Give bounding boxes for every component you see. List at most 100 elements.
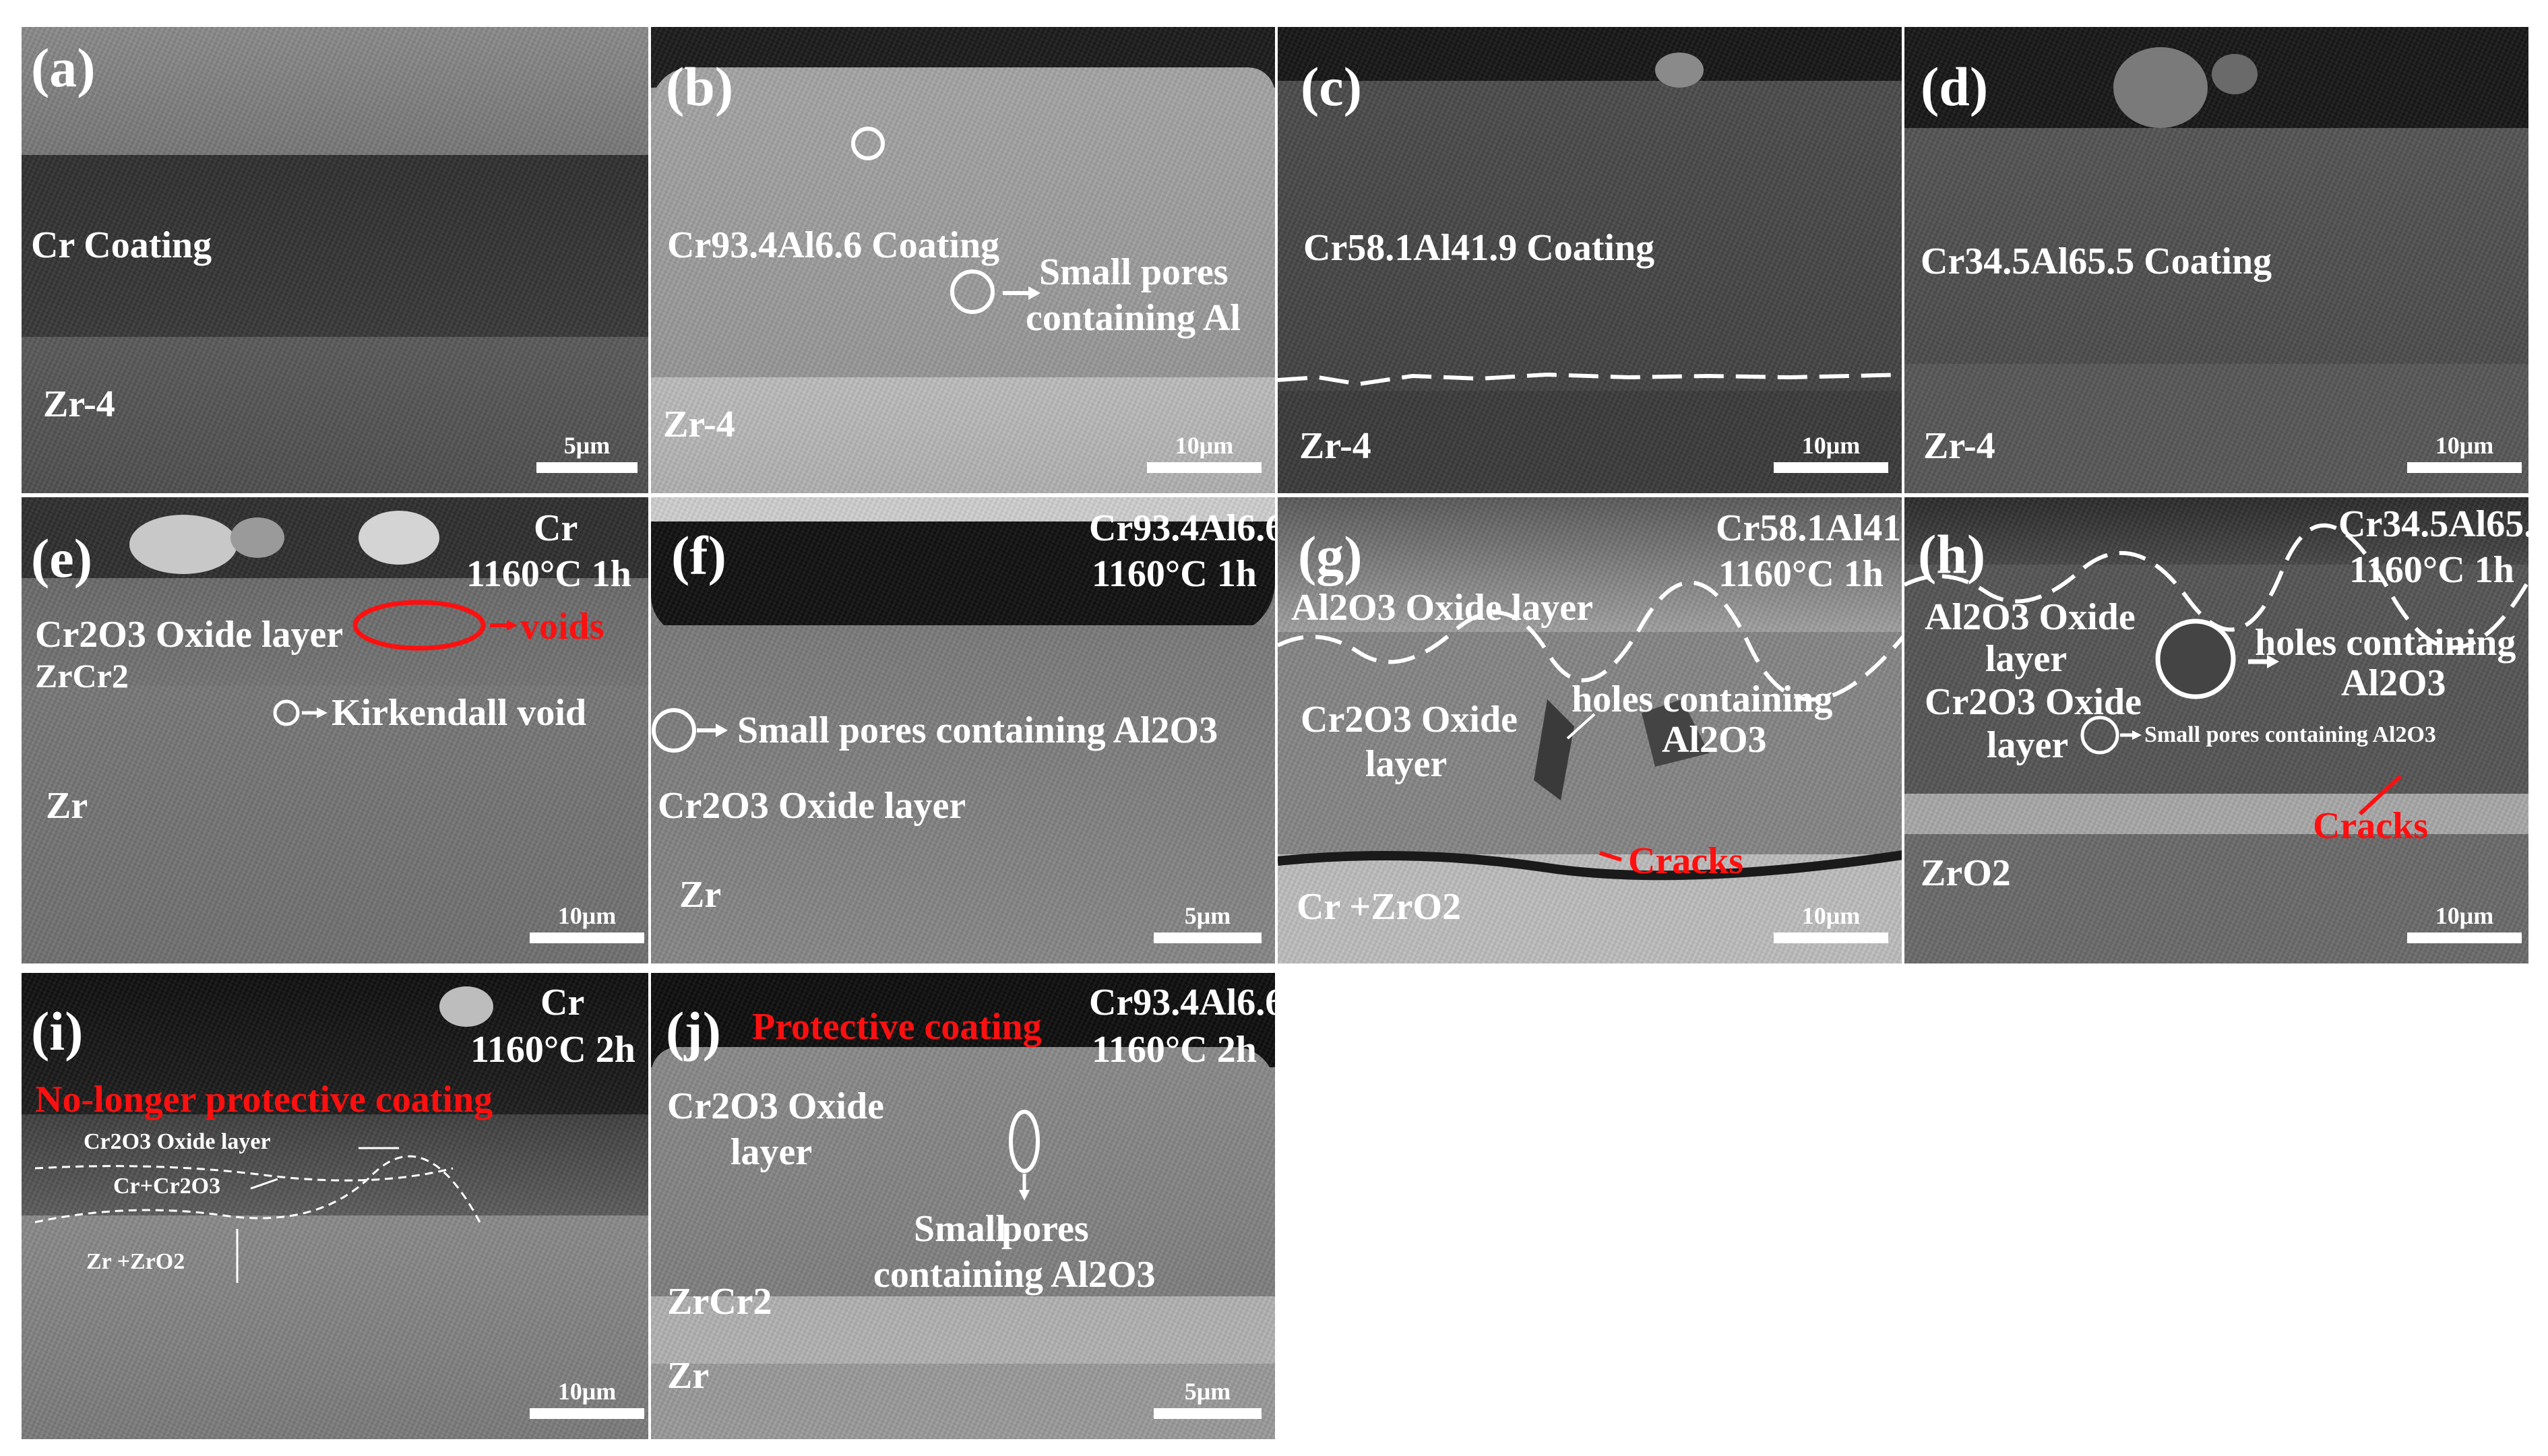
scale-bar [1154,1408,1262,1419]
pores-label: pores [1001,1208,1089,1250]
panel-a: (a) Cr Coating Zr-4 5μm [19,24,651,496]
condition-label-2: 1160°C 1h [466,553,631,595]
oxide-layer-label-2: layer [731,1131,813,1173]
voids-label: voids [520,606,604,647]
cr2o3-layer-label-2: layer [1987,724,2069,766]
holes-label-1: holes containing [1572,678,1833,720]
panel-g: (g) Cr58.1Al41.9 1160°C 1h Al2O3 Oxide l… [1275,495,1904,966]
cr-cr2o3-label: Cr+Cr2O3 [113,1174,221,1199]
particles [2113,47,2258,128]
condition-label-1: Cr34.5Al65.5 [2338,503,2531,545]
coating-label: Cr34.5Al65.5 Coating [1921,241,2272,282]
coating-label: Cr93.4Al6.6 Coating [667,224,1000,266]
cr2o3-layer-label-2: layer [1365,743,1448,785]
scale-bar-label: 10μm [1801,432,1861,459]
zr4-label: Zr-4 [1299,425,1371,467]
small-label: Small [914,1208,1006,1250]
annotation-marks [34,986,493,1283]
scale-bar-label: 5μm [563,432,611,459]
panel-label-h: (h) [1918,524,1986,585]
cr2o3-layer-label-1: Cr2O3 Oxide [1925,681,2142,723]
zr4-label: Zr-4 [1923,425,1995,467]
condition-label-2: 1160°C 2h [470,1029,635,1071]
kirkendall-label: Kirkendall void [332,692,587,734]
scale-bar [536,462,638,473]
cr-coating-label: Cr Coating [31,224,212,266]
scale-bar [1154,932,1262,943]
zr-label: Zr [679,874,722,916]
zrcr2-label: ZrCr2 [667,1281,772,1323]
interface-line [1278,53,1902,387]
holes-label-1: holes containing [2255,622,2516,664]
scale-bar-label: 10μm [557,902,617,929]
panel-label-b: (b) [666,56,734,117]
annotation-marks [1904,523,2528,816]
pores-label: Small pores containing Al2O3 [2144,722,2436,747]
panel-h: (h) Cr34.5Al65.5 1160°C 1h Al2O3 Oxide l… [1902,495,2531,966]
annotation-marks [1009,1110,1040,1201]
panel-e: (e) Cr 1160°C 1h Cr2O3 Oxide layer ZrCr2… [19,495,651,966]
al2o3-layer-label-1: Al2O3 Oxide [1925,596,2136,638]
annotation-marks [1278,580,1902,881]
scale-bar [2407,932,2522,943]
cr-zro2-label: Cr +ZrO2 [1297,886,1461,928]
scale-bar [530,932,644,943]
coating-label: Cr58.1Al41.9 Coating [1303,227,1655,269]
scale-bar-label: 5μm [1184,1378,1231,1405]
al2o3-layer-label-2: layer [1985,638,2068,680]
oxide-layer-label: Cr2O3 Oxide layer [84,1129,271,1154]
panel-label-i: (i) [31,1001,84,1062]
scale-bar-label: 5μm [1184,902,1231,929]
panel-b: (b) Cr93.4Al6.6 Coating Small pores cont… [648,24,1278,496]
panel-label-e: (e) [31,528,93,589]
condition-label-1: Cr [534,507,578,549]
protective-coating-label: Protective coating [752,1006,1042,1048]
annotation-marks [652,708,728,753]
zr4-label: Zr-4 [43,383,115,425]
zrcr2-label: ZrCr2 [35,657,129,695]
scale-bar [2407,462,2522,473]
panel-label-a: (a) [31,37,96,98]
cr2o3-layer-label-1: Cr2O3 Oxide [1301,699,1518,740]
scale-bar [530,1408,644,1419]
condition-label-2: 1160°C 1h [1092,553,1257,595]
panel-label-g: (g) [1298,525,1363,586]
zr-label: Zr [46,785,88,827]
panel-d: (d) Cr34.5Al65.5 Coating Zr-4 10μm [1902,24,2531,496]
condition-label-2: 1160°C 1h [2349,549,2514,591]
pores-label-1: Small pores [1039,251,1229,293]
condition-label-1: Cr [540,982,585,1023]
scale-bar-label: 10μm [557,1378,617,1405]
holes-label-2: Al2O3 [1662,719,1767,761]
scale-bar [1774,932,1888,943]
pores-label-2: containing Al [1026,297,1241,339]
scale-bar-label: 10μm [1801,902,1861,929]
oxide-layer-label-1: Cr2O3 Oxide [667,1085,884,1127]
scale-bar [1774,462,1888,473]
condition-label-1: Cr93.4Al6.6 [1089,982,1278,1023]
scale-bar-label: 10μm [2435,432,2494,459]
scale-bar-label: 10μm [2435,902,2494,929]
panel-f: (f) Cr93.4Al6.6 1160°C 1h Small pores co… [648,495,1278,966]
containing-label: containing Al2O3 [873,1254,1156,1296]
panel-i: (i) Cr 1160°C 2h No-longer protective co… [19,970,651,1442]
cracks-label: Cracks [2313,805,2429,847]
annotation-marks [851,127,1040,314]
oxide-layer-label: Cr2O3 Oxide layer [35,614,344,656]
al2o3-layer-label: Al2O3 Oxide layer [1291,587,1593,629]
condition-label-1: Cr93.4Al6.6 [1089,507,1278,549]
annotation-marks [129,511,518,726]
zr-label: Zr [667,1355,710,1397]
condition-label-1: Cr58.1Al41.9 [1716,507,1902,549]
zro2-label: ZrO2 [1921,852,2011,894]
panel-label-c: (c) [1301,56,1363,117]
no-longer-protective-label: No-longer protective coating [35,1079,493,1120]
scale-bar-label: 10μm [1175,432,1234,459]
holes-label-2: Al2O3 [2341,662,2446,704]
oxide-layer-label: Cr2O3 Oxide layer [658,785,966,827]
panel-c: (c) Cr58.1Al41.9 Coating Zr-4 10μm [1275,24,1904,496]
panel-label-j: (j) [666,1001,721,1062]
panel-j: (j) Cr93.4Al6.6 1160°C 2h Protective coa… [648,970,1278,1442]
pores-label: Small pores containing Al2O3 [737,709,1218,751]
panel-label-f: (f) [671,525,726,586]
